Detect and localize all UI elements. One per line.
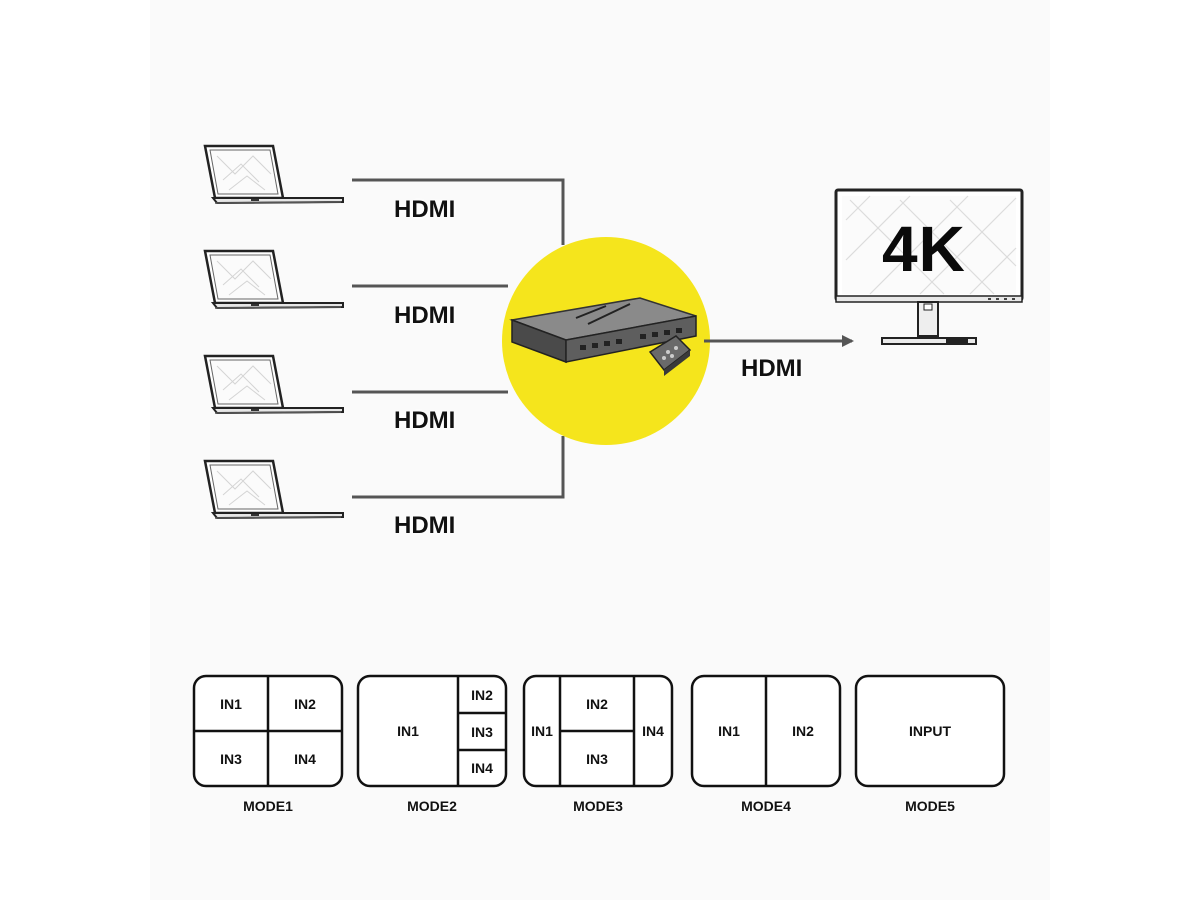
input-hdmi-label-4: HDMI	[394, 512, 455, 540]
input-hdmi-label-1: HDMI	[394, 196, 455, 224]
mode1-cell-in4: IN4	[268, 731, 342, 786]
mode3-cell-in1: IN1	[524, 676, 560, 786]
mode2-cell-in1: IN1	[358, 676, 458, 786]
mode3-cell-in4: IN4	[634, 676, 672, 786]
mode5-caption: MODE5	[855, 798, 1005, 814]
monitor-resolution-text: 4K	[882, 212, 966, 286]
input-hdmi-label-2: HDMI	[394, 302, 455, 330]
laptop-icon-4	[205, 461, 343, 518]
mode2-cell-in2: IN2	[458, 676, 506, 713]
mode1-caption: MODE1	[193, 798, 343, 814]
mode2-caption: MODE2	[357, 798, 507, 814]
mode5-cell-input: INPUT	[856, 676, 1004, 786]
laptop-icon-3	[205, 356, 343, 413]
input-hdmi-label-3: HDMI	[394, 407, 455, 435]
mode1-cell-in2: IN2	[268, 676, 342, 731]
mode3-cell-in2: IN2	[560, 676, 634, 731]
mode4-cell-in1: IN1	[692, 676, 766, 786]
laptop-icon-1	[205, 146, 343, 203]
mode2-cell-in4: IN4	[458, 750, 506, 786]
mode3-cell-in3: IN3	[560, 731, 634, 786]
mode4-caption: MODE4	[691, 798, 841, 814]
output-hdmi-label: HDMI	[741, 355, 802, 383]
mode1-cell-in1: IN1	[194, 676, 268, 731]
laptop-icon-2	[205, 251, 343, 308]
mode1-cell-in3: IN3	[194, 731, 268, 786]
mode3-caption: MODE3	[523, 798, 673, 814]
mode2-cell-in3: IN3	[458, 713, 506, 750]
mode4-cell-in2: IN2	[766, 676, 840, 786]
